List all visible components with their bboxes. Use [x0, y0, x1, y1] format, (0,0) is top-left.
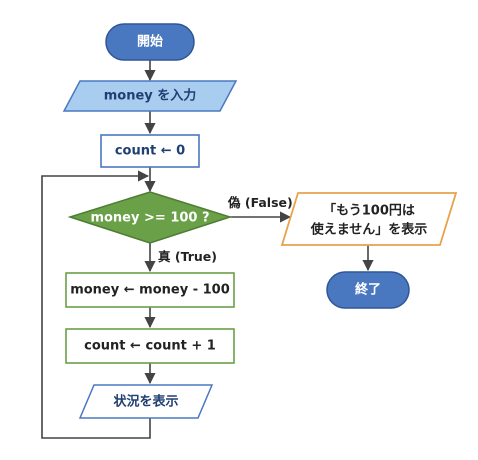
status-output: 状況を表示	[78, 384, 214, 419]
decision-diamond: money >= 100 ?	[67, 191, 233, 244]
input-label: money を入力	[104, 88, 197, 104]
arrow-loop-back	[41, 170, 151, 439]
init-label: count ← 0	[115, 144, 185, 159]
input-box: money を入力	[62, 80, 238, 112]
end-label: 終了	[355, 282, 381, 298]
start-label: 開始	[137, 34, 163, 50]
subtract-label: money ← money - 100	[70, 283, 230, 298]
subtract-process: money ← money - 100	[65, 272, 235, 308]
increment-process: count ← count + 1	[65, 328, 235, 364]
start-terminal: 開始	[105, 23, 195, 61]
increment-label: count ← count + 1	[84, 339, 216, 354]
connectors	[41, 60, 374, 439]
condition-label: money >= 100 ?	[90, 211, 209, 226]
init-process: count ← 0	[100, 134, 200, 168]
false-label: 偽 (False)	[227, 195, 293, 210]
message-line2: 使えません」を表示	[310, 222, 428, 238]
message-line1: 「もう100円は	[323, 203, 415, 219]
message-output: 「もう100円は 使えません」を表示	[280, 192, 458, 246]
end-terminal: 終了	[326, 271, 410, 309]
status-label: 状況を表示	[113, 394, 178, 410]
true-label: 真 (True)	[158, 249, 217, 264]
